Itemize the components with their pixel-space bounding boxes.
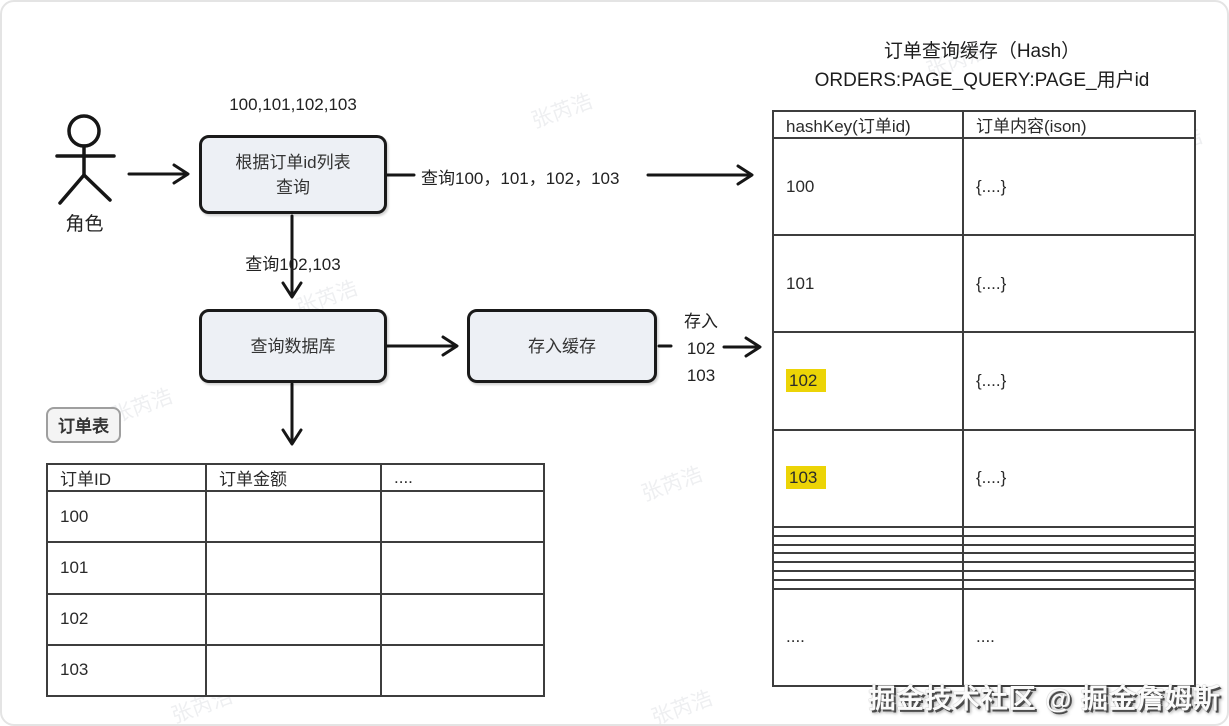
- query-database-box: 查询数据库: [199, 309, 387, 383]
- cache-value-cell: ....: [962, 587, 1196, 688]
- cache-value-cell: {....}: [962, 136, 1196, 237]
- actor-legs: [58, 173, 112, 205]
- cache-table-row: 102 {....}: [772, 331, 1196, 431]
- order-header-amount: 订单金额: [205, 463, 382, 492]
- order-table-cell: 101: [46, 541, 207, 595]
- order-table-cell: [380, 489, 545, 544]
- cache-value-cell: {....}: [962, 234, 1196, 334]
- cache-value-cell: [962, 570, 1196, 581]
- cache-value-cell: [962, 525, 1196, 537]
- order-table-row: 101: [46, 541, 545, 595]
- cache-title: 订单查询缓存（Hash）: [883, 41, 1081, 62]
- cache-table-row: [772, 525, 1196, 537]
- cache-hash-table: hashKey(订单id) 订单内容(ison) 100 {....} 101 {..…: [772, 110, 1196, 688]
- cache-key-text: ....: [786, 627, 805, 647]
- cache-key-text: 101: [786, 273, 815, 293]
- actor-label: 角色: [65, 214, 104, 235]
- order-table-row: 103: [46, 643, 545, 698]
- query-by-id-list-line1: 根据订单id列表: [235, 152, 351, 172]
- store-ids-line3: 103: [686, 366, 716, 385]
- cache-table-row: [772, 552, 1196, 564]
- diagonal-watermark-text: 张芮浩: [528, 89, 596, 133]
- order-header-id: 订单ID: [46, 463, 207, 492]
- cache-table-row: 101 {....}: [772, 234, 1196, 334]
- query-by-id-list-box: 根据订单id列表 查询: [199, 135, 387, 214]
- cache-table-row: [772, 561, 1196, 572]
- actor-figure: [55, 114, 116, 205]
- order-table-cell: [205, 541, 382, 595]
- juejin-credit-watermark: 掘金技术社区 @ 掘金詹姆斯: [868, 684, 1221, 714]
- order-table-cell: [380, 541, 545, 595]
- store-ids-line1: 存入: [684, 312, 718, 331]
- cache-value-cell: [962, 578, 1196, 590]
- cache-table-row: 103 {....}: [772, 428, 1196, 528]
- query-database-label: 查询数据库: [250, 336, 336, 356]
- cache-key-cell: ....: [772, 587, 964, 688]
- query-all-label: 查询100，101，102，103: [421, 169, 620, 188]
- cache-key-pattern: ORDERS:PAGE_QUERY:PAGE_用户id: [814, 70, 1150, 91]
- order-table-cell: [380, 643, 545, 698]
- cache-key-text: 103: [786, 466, 827, 490]
- order-table-cell: [205, 643, 382, 698]
- order-table-row: 100: [46, 489, 545, 544]
- cache-key-cell: [772, 578, 964, 590]
- actor-head: [67, 114, 101, 148]
- cache-value-cell: [962, 561, 1196, 572]
- cache-key-cell: [772, 543, 964, 555]
- cache-key-cell: 100: [772, 136, 964, 237]
- cache-table-row: 100 {....}: [772, 136, 1196, 237]
- cache-key-cell: [772, 552, 964, 564]
- cache-table-header-row: hashKey(订单id) 订单内容(ison): [772, 110, 1196, 139]
- cache-key-cell: 103: [772, 428, 964, 528]
- order-table-cell: [205, 489, 382, 544]
- order-table-cell: [205, 592, 382, 646]
- cache-key-cell: [772, 525, 964, 537]
- cache-value-cell: [962, 552, 1196, 564]
- cache-table-row: [772, 570, 1196, 581]
- cache-value-cell: {....}: [962, 331, 1196, 431]
- cache-table-row: ........: [772, 587, 1196, 688]
- cache-key-cell: [772, 534, 964, 546]
- cache-key-text: 100: [786, 176, 815, 196]
- cache-header-hashkey: hashKey(订单id): [772, 110, 964, 139]
- order-table-cell: 103: [46, 643, 207, 698]
- cache-table-row: [772, 534, 1196, 546]
- store-ids-block: 存入 102 103: [672, 308, 730, 389]
- cache-key-cell: [772, 561, 964, 572]
- cache-key-cell: 102: [772, 331, 964, 431]
- order-header-etc: ....: [380, 463, 545, 492]
- order-table-header-row: 订单ID 订单金额 ....: [46, 463, 545, 492]
- order-ids-label: 100,101,102,103: [229, 95, 357, 114]
- order-table-cell: [380, 592, 545, 646]
- diagonal-watermark-text: 张芮浩: [648, 686, 716, 726]
- store-cache-label: 存入缓存: [528, 336, 596, 356]
- order-table-row: 102: [46, 592, 545, 646]
- order-table-cell: 102: [46, 592, 207, 646]
- cache-key-cell: 101: [772, 234, 964, 334]
- query-by-id-list-line2: 查询: [276, 177, 310, 197]
- cache-header-content: 订单内容(ison): [962, 110, 1196, 139]
- cache-title-block: 订单查询缓存（Hash） ORDERS:PAGE_QUERY:PAGE_用户id: [762, 37, 1202, 95]
- store-cache-box: 存入缓存: [467, 309, 657, 383]
- store-ids-line2: 102: [686, 339, 716, 358]
- cache-value-cell: [962, 543, 1196, 555]
- cache-value-cell: [962, 534, 1196, 546]
- diagonal-watermark-text: 张芮浩: [638, 462, 706, 506]
- order-table-cell: 100: [46, 489, 207, 544]
- cache-table-row: [772, 543, 1196, 555]
- cache-key-cell: [772, 570, 964, 581]
- query-miss-label: 查询102,103: [245, 255, 341, 274]
- cache-key-text: 102: [786, 369, 827, 393]
- cache-table-row: [772, 578, 1196, 590]
- cache-value-cell: {....}: [962, 428, 1196, 528]
- order-table-badge: 订单表: [46, 407, 121, 443]
